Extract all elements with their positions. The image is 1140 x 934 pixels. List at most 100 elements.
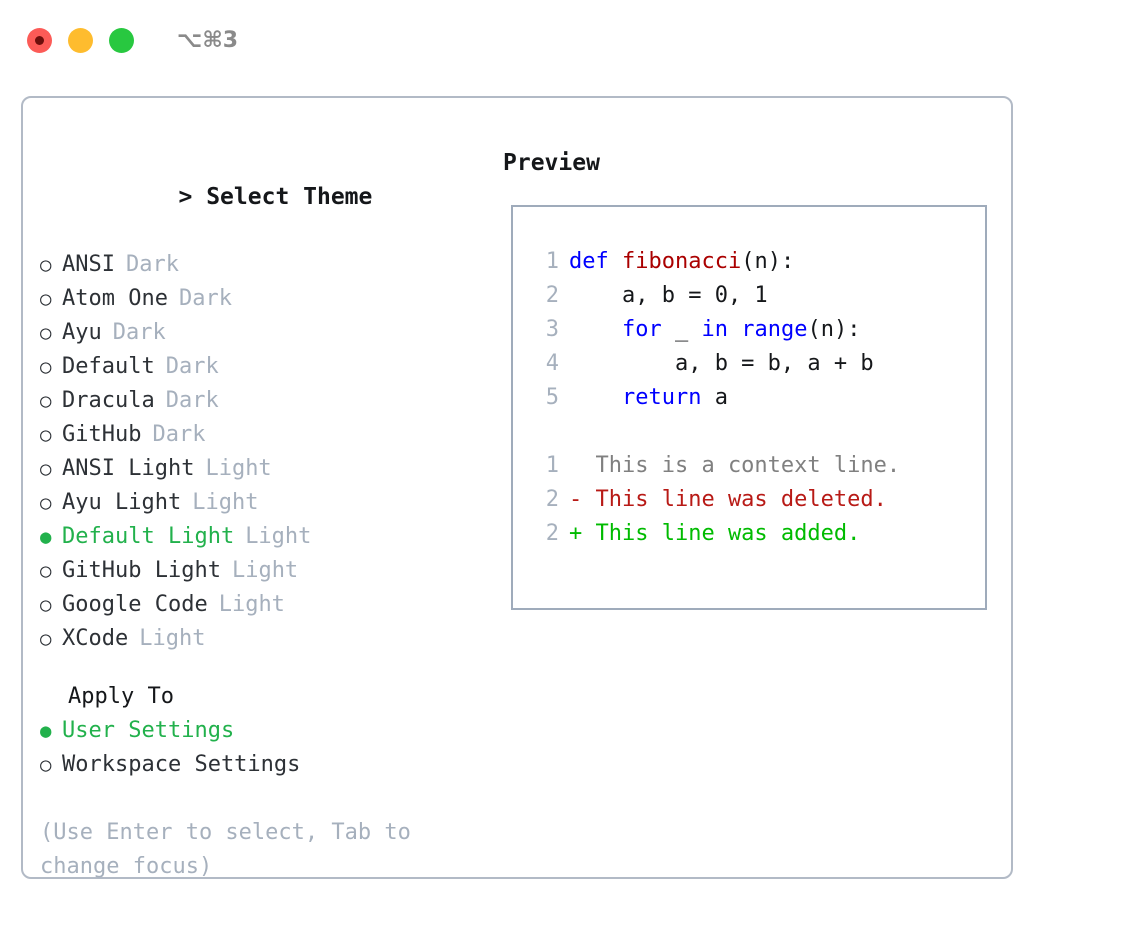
- theme-option-dracula[interactable]: ○ Dracula Dark: [40, 384, 493, 418]
- theme-option-default-light[interactable]: ● Default Light Light: [40, 520, 493, 554]
- code-line-text: return a: [569, 381, 728, 415]
- code-token-plain: [569, 385, 622, 410]
- theme-option-label: ANSI: [62, 252, 115, 277]
- code-token-plain: [728, 317, 741, 342]
- theme-option-label: ANSI Light: [62, 456, 195, 481]
- code-line: 2 a, b = 0, 1: [513, 279, 985, 313]
- apply-to-option-label: User Settings: [62, 718, 235, 743]
- radio-unselected-icon: ○: [40, 560, 52, 582]
- theme-option-variant-tag: Light: [245, 524, 312, 549]
- radio-unselected-icon: ○: [40, 594, 52, 616]
- radio-selected-icon: ●: [40, 720, 52, 742]
- theme-option-xcode[interactable]: ○ XCode Light: [40, 622, 493, 656]
- diff-line-number: 1: [545, 453, 559, 478]
- code-token-fn: fibonacci: [621, 249, 742, 274]
- diff-line-number: 2: [545, 487, 559, 512]
- code-line-text: a, b = 0, 1: [569, 279, 768, 313]
- section-spacer: [40, 656, 493, 680]
- theme-option-default[interactable]: ○ Default Dark: [40, 350, 493, 384]
- radio-unselected-icon: ○: [40, 628, 52, 650]
- radio-unselected-icon: ○: [40, 288, 52, 310]
- theme-option-variant-tag: Light: [218, 592, 285, 617]
- code-line-number: 2: [545, 283, 559, 308]
- theme-option-ayu[interactable]: ○ Ayu Dark: [40, 316, 493, 350]
- diff-line-text-add: + This line was added.: [569, 521, 861, 546]
- code-line: 5 return a: [513, 381, 985, 415]
- radio-unselected-icon: ○: [40, 390, 52, 412]
- code-line: 4 a, b = b, a + b: [513, 347, 985, 381]
- diff-line: 2 + This line was added.: [513, 517, 985, 551]
- radio-selected-icon: ●: [40, 526, 52, 548]
- code-line-number: 1: [545, 249, 559, 274]
- radio-unselected-icon: ○: [40, 322, 52, 344]
- theme-option-label: XCode: [62, 626, 129, 651]
- code-token-plain: a, b = 0, 1: [569, 283, 768, 308]
- theme-option-label: Atom One: [62, 286, 168, 311]
- theme-option-label: Google Code: [62, 592, 208, 617]
- code-line: 3 for _ in range(n):: [513, 313, 985, 347]
- code-token-plain: [569, 317, 622, 342]
- code-token-kw: in: [701, 317, 728, 342]
- theme-option-label: Ayu: [62, 320, 102, 345]
- radio-unselected-icon: ○: [40, 492, 52, 514]
- diff-line: 1 This is a context line.: [513, 449, 985, 483]
- apply-to-heading: Apply To: [68, 684, 174, 709]
- code-line-number: 5: [545, 385, 559, 410]
- theme-option-ayu-light[interactable]: ○ Ayu Light Light: [40, 486, 493, 520]
- apply-to-option-list[interactable]: ● User Settings ○Workspace Settings: [40, 714, 493, 782]
- close-button-icon[interactable]: [27, 27, 52, 53]
- theme-option-atom-one[interactable]: ○ Atom One Dark: [40, 282, 493, 316]
- theme-option-variant-tag: Light: [192, 490, 259, 515]
- hint-spacer: [40, 782, 493, 816]
- theme-option-label: Dracula: [62, 388, 155, 413]
- theme-option-variant-tag: Dark: [178, 286, 232, 311]
- maximize-button-icon[interactable]: [109, 27, 134, 53]
- code-token-plain: (n):: [807, 317, 861, 342]
- theme-option-variant-tag: Dark: [165, 354, 219, 379]
- theme-option-label: GitHub Light: [62, 558, 221, 583]
- code-line: 1 def fibonacci(n):: [513, 245, 985, 279]
- theme-option-variant-tag: Dark: [112, 320, 166, 345]
- diff-line-text-ctx: This is a context line.: [569, 453, 901, 478]
- code-token-kw: for: [621, 317, 662, 342]
- code-diff-spacer: [513, 415, 985, 449]
- theme-option-ansi-light[interactable]: ○ ANSI Light Light: [40, 452, 493, 486]
- traffic-lights: [27, 27, 134, 53]
- apply-to-option-user-settings[interactable]: ● User Settings: [40, 714, 493, 748]
- radio-unselected-icon: ○: [40, 458, 52, 480]
- theme-option-variant-tag: Dark: [165, 388, 219, 413]
- code-line-number: 4: [545, 351, 559, 376]
- code-token-plain: (n):: [741, 249, 795, 274]
- apply-to-option-workspace-settings[interactable]: ○Workspace Settings: [40, 748, 493, 782]
- code-token-plain: a, b = b, a + b: [569, 351, 874, 376]
- apply-to-option-label: Workspace Settings: [62, 752, 301, 777]
- theme-option-variant-tag: Light: [139, 626, 206, 651]
- theme-option-label: GitHub: [62, 422, 142, 447]
- keyboard-shortcut-label: ⌥⌘3: [177, 27, 239, 53]
- select-theme-label: Select Theme: [206, 184, 373, 210]
- code-line-text: def fibonacci(n):: [569, 245, 794, 279]
- keyboard-hint-text: (Use Enter to select, Tab to change focu…: [40, 820, 425, 879]
- diff-line: 2- This line was deleted.: [513, 483, 985, 517]
- code-line-text: a, b = b, a + b: [569, 347, 874, 381]
- theme-option-label: Ayu Light: [62, 490, 182, 515]
- theme-option-label: Default: [62, 354, 155, 379]
- theme-option-variant-tag: Light: [205, 456, 272, 481]
- minimize-button-icon[interactable]: [68, 27, 93, 53]
- radio-unselected-icon: ○: [40, 254, 52, 276]
- theme-option-google-code[interactable]: ○ Google Code Light: [40, 588, 493, 622]
- preview-heading: Preview: [503, 150, 600, 176]
- diff-line-number: 2: [545, 521, 559, 546]
- prompt-caret-icon: >: [178, 184, 193, 210]
- code-token-plain: _: [661, 317, 702, 342]
- radio-unselected-icon: ○: [40, 356, 52, 378]
- theme-option-label: Default Light: [62, 524, 235, 549]
